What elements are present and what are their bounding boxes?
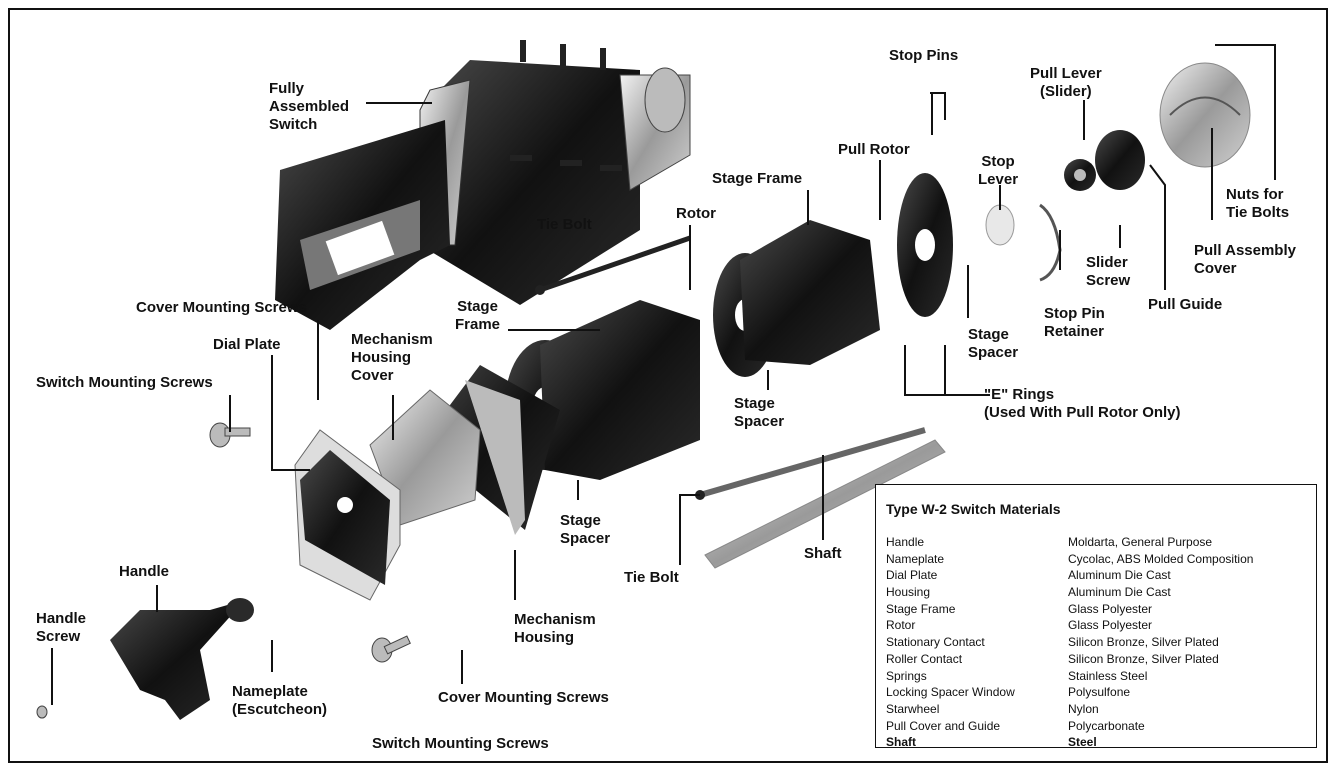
materials-table-row: Stationary Contact Silicon Bronze, Silver… [886, 634, 1311, 651]
material-name: Polysulfone [1068, 685, 1131, 700]
tie-bolt-top-part [539, 235, 691, 293]
label-handle: Handle [119, 563, 170, 580]
material-name: Silicon Bronze, Silver Plated [1068, 635, 1219, 650]
tie-bolt-bottom-part [699, 427, 926, 498]
label-shaft: Shaft [804, 545, 842, 562]
shaft-part [704, 439, 946, 569]
label-pull-rotor: Pull Rotor [838, 141, 910, 158]
label-e-rings: "E" Rings (Used With Pull Rotor Only) [984, 386, 1181, 421]
materials-table-title: Type W-2 Switch Materials [886, 501, 1061, 517]
material-name: Steel [1068, 735, 1097, 750]
material-name: Aluminum Die Cast [1068, 585, 1171, 600]
part-name: Pull Cover and Guide [886, 718, 1001, 733]
label-cover-mounting-screws-bottom: Cover Mounting Screws [438, 689, 609, 706]
part-name: Dial Plate [886, 568, 938, 583]
leader-lines [51, 44, 1276, 705]
label-fully-assembled-switch: Fully Assembled Switch [269, 80, 350, 133]
label-stage-spacer-right: Stage Spacer [968, 326, 1019, 361]
materials-table-row: Rotor Glass Polyester [886, 617, 1311, 634]
materials-table-row: Pull Cover and Guide Polycarbonate [886, 718, 1311, 735]
label-tie-bolt-top: Tie Bolt [537, 216, 592, 233]
material-name: Aluminum Die Cast [1068, 568, 1171, 583]
material-name: Cycolac, ABS Molded Composition [1068, 551, 1254, 566]
materials-table-row: Stage Frame Glass Polyester [886, 601, 1311, 618]
label-nuts-for-tie-bolts: Nuts for Tie Bolts [1226, 186, 1290, 221]
label-nameplate: Nameplate (Escutcheon) [232, 683, 328, 718]
label-slider-screw: Slider Screw [1086, 254, 1131, 289]
label-dial-plate: Dial Plate [213, 336, 281, 353]
materials-table: Type W-2 Switch Materials Handle Moldarta… [875, 484, 1317, 751]
material-name: Silicon Bronze, Silver Plated [1068, 651, 1219, 666]
material-name: Glass Polyester [1068, 618, 1153, 633]
part-name: Stationary Contact [886, 635, 985, 650]
part-name: Nameplate [886, 551, 945, 566]
label-stop-pins: Stop Pins [889, 47, 959, 64]
part-name: Stage Frame [886, 601, 956, 616]
label-switch-mounting-screws-bottom: Switch Mounting Screws [372, 735, 549, 752]
part-name: Rotor [886, 618, 916, 633]
label-mechanism-housing-cover: Mechanism Housing Cover [351, 331, 433, 384]
material-name: Polycarbonate [1068, 718, 1145, 733]
part-name: Roller Contact [886, 651, 963, 666]
materials-table-row: Roller Contact Silicon Bronze, Silver Pla… [886, 651, 1311, 668]
material-name: Stainless Steel [1068, 668, 1148, 683]
label-stage-frame-top: Stage Frame [712, 170, 803, 187]
part-name: Handle [886, 535, 925, 549]
label-switch-mounting-screws-left: Switch Mounting Screws [36, 374, 213, 391]
materials-table-row: Handle Moldarta, General Purpose [886, 534, 1311, 551]
materials-table-row: Starwheel Nylon [886, 701, 1311, 718]
label-pull-lever: Pull Lever (Slider) [1030, 65, 1102, 100]
part-name: Housing [886, 585, 931, 600]
label-mechanism-housing: Mechanism Housing [514, 611, 596, 646]
label-stage-spacer-bottom: Stage Spacer [560, 512, 611, 547]
label-pull-guide: Pull Guide [1148, 296, 1223, 313]
label-stage-spacer-middle: Stage Spacer [734, 395, 785, 430]
label-cover-mounting-screws-top: Cover Mounting Screws [136, 299, 307, 316]
material-name: Glass Polyester [1068, 601, 1153, 616]
label-pull-assembly-cover: Pull Assembly Cover [1194, 242, 1296, 277]
handle-part [110, 600, 245, 720]
label-stop-lever: Stop Lever [978, 153, 1019, 188]
fully-assembled-switch-illustration [275, 40, 691, 330]
part-name: Shaft [886, 735, 916, 750]
stage-stack-illustration [505, 62, 1251, 480]
part-name: Locking Spacer Window [886, 685, 1015, 700]
part-name: Springs [886, 668, 927, 683]
label-tie-bolt-bottom: Tie Bolt [624, 569, 679, 586]
label-rotor: Rotor [676, 205, 716, 222]
part-name: Starwheel [886, 701, 940, 716]
materials-table-row: Housing Aluminum Die Cast [886, 584, 1311, 601]
materials-table-row: Nameplate Cycolac, ABS Molded Composition [886, 551, 1311, 568]
housing-and-dial-plates-illustration [294, 365, 560, 601]
material-name: Moldarta, General Purpose [1068, 535, 1213, 549]
label-stage-frame-left: Stage Frame [455, 298, 501, 333]
label-stop-pin-retainer: Stop Pin Retainer [1044, 305, 1105, 340]
materials-table-row: Springs Stainless Steel [886, 668, 1311, 685]
materials-table-row: Shaft Steel [886, 734, 1311, 751]
label-handle-screw: Handle Screw [36, 610, 87, 645]
material-name: Nylon [1068, 701, 1099, 716]
materials-table-row: Locking Spacer Window Polysulfone [886, 684, 1311, 701]
materials-table-row: Dial Plate Aluminum Die Cast [886, 567, 1311, 584]
